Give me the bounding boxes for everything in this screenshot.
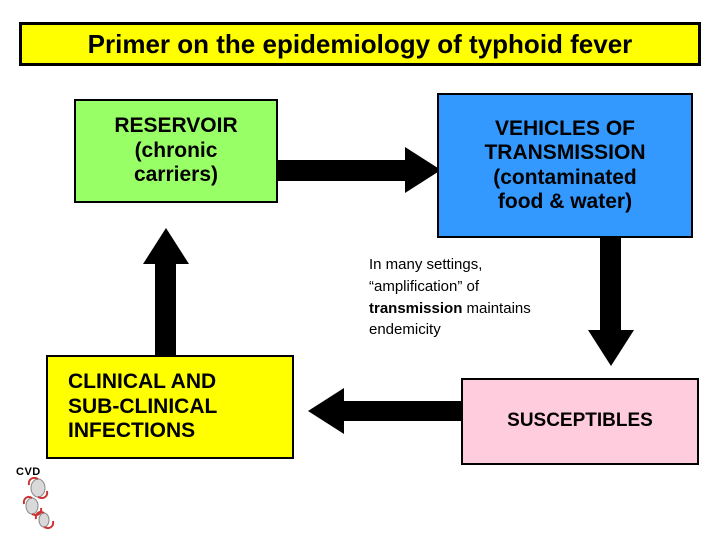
node-vehicles-line-4: food & water): [497, 189, 633, 213]
cvd-logo-label: CVD: [16, 466, 41, 478]
caption-line-4: endemicity: [369, 321, 441, 339]
arrow-vehicles-to-susceptibles-shaft: [600, 236, 621, 336]
node-vehicles-line-1: VEHICLES OF: [494, 116, 635, 140]
caption-line-3-bold: transmission: [369, 299, 463, 317]
arrow-susceptibles-to-clinical-shaft: [344, 401, 469, 421]
arrow-susceptibles-to-clinical-head-icon: [308, 388, 344, 434]
node-susceptibles-line-1: SUSCEPTIBLES: [507, 410, 653, 432]
page-title: Primer on the epidemiology of typhoid fe…: [19, 22, 701, 66]
arrow-reservoir-to-vehicles-head-icon: [405, 147, 441, 193]
page-title-text: Primer on the epidemiology of typhoid fe…: [87, 28, 633, 59]
node-reservoir-line-3: carriers): [133, 163, 219, 187]
caption-line-2: “amplification” of: [369, 277, 480, 295]
node-clinical-line-3: INFECTIONS: [68, 419, 196, 443]
node-reservoir: RESERVOIR (chronic carriers): [74, 99, 278, 203]
arrow-vehicles-to-susceptibles-head-icon: [588, 330, 634, 366]
arrow-clinical-to-reservoir-head-icon: [143, 228, 189, 264]
node-vehicles-line-3: (contaminated: [493, 165, 637, 189]
node-clinical-line-2: SUB-CLINICAL: [68, 394, 218, 418]
node-reservoir-line-1: RESERVOIR: [114, 114, 238, 138]
node-clinical-infections: CLINICAL AND SUB-CLINICAL INFECTIONS: [46, 355, 294, 459]
node-reservoir-line-2: (chronic: [134, 138, 218, 162]
cvd-bacteria-icon: [22, 476, 55, 530]
node-susceptibles: SUSCEPTIBLES: [461, 378, 699, 465]
node-vehicles-line-2: TRANSMISSION: [484, 141, 646, 165]
cvd-logo: CVD: [14, 466, 78, 532]
caption-line-1: In many settings,: [369, 256, 483, 273]
caption-amplification: In many settings, “amplification” of tra…: [369, 254, 599, 341]
caption-line-3-tail: maintains: [462, 299, 531, 317]
arrow-reservoir-to-vehicles-shaft: [270, 160, 407, 181]
node-clinical-line-1: CLINICAL AND: [68, 370, 217, 394]
node-vehicles-of-transmission: VEHICLES OF TRANSMISSION (contaminated f…: [437, 93, 693, 238]
arrow-clinical-to-reservoir-shaft: [155, 262, 176, 357]
